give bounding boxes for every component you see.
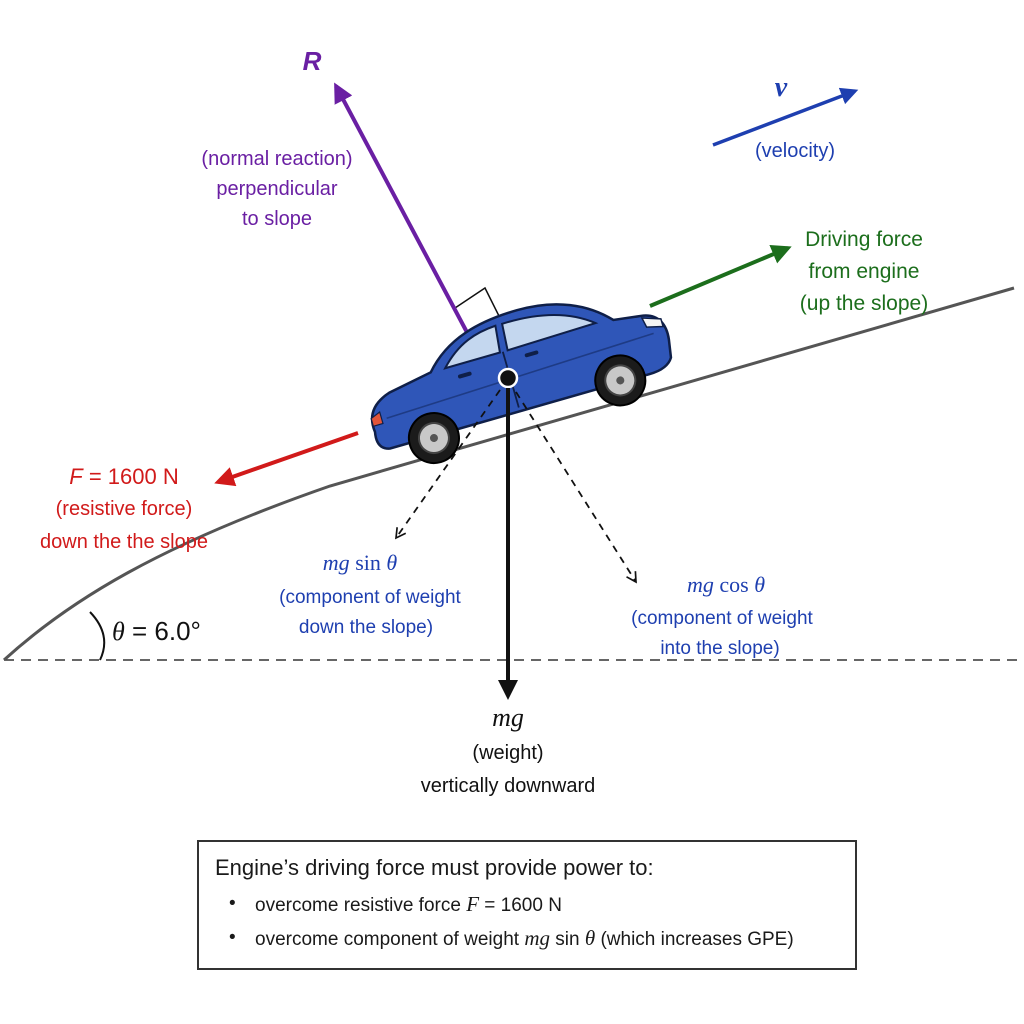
weight-desc-2: vertically downward: [421, 775, 596, 797]
resistive-symbol: F: [69, 464, 84, 489]
driving-force-line-2: from engine: [809, 260, 920, 283]
resistive-desc-1: (resistive force): [56, 498, 193, 520]
car-door-handle-front: [524, 350, 539, 358]
reaction-arrow: [334, 82, 472, 339]
parallel-mg: mg: [323, 550, 350, 575]
perp-desc-2: into the slope): [660, 638, 779, 659]
car-door-handle-rear: [457, 371, 472, 379]
info-box-title: Engine’s driving force must provide powe…: [215, 855, 654, 880]
car-taillight: [370, 410, 384, 428]
item-1-text: overcome resistive force: [255, 895, 467, 916]
reaction-desc-2: perpendicular: [216, 178, 338, 200]
resistive-desc-2: down the the slope: [40, 531, 208, 553]
driving-force-line-1: Driving force: [805, 228, 923, 251]
parallel-component-arrow: [395, 389, 501, 540]
perp-fn: cos: [714, 572, 754, 597]
car-headlight: [640, 317, 665, 328]
info-box-item-2: • overcome component of weight mg sin θ (…: [215, 922, 839, 956]
reaction-desc-1: (normal reaction): [201, 148, 352, 170]
weight-desc-1: (weight): [472, 742, 543, 764]
car-side-crease: [386, 332, 654, 420]
parallel-desc-1: (component of weight: [279, 587, 461, 608]
slope-surface: [2, 286, 1015, 662]
info-box-list: • overcome resistive force F = 1600 N • ov…: [215, 888, 839, 956]
item-2-fn: sin: [549, 929, 585, 950]
parallel-fn: sin: [350, 550, 387, 575]
velocity-arrow: [712, 87, 859, 147]
reaction-symbol: R: [303, 46, 322, 76]
driving-force-arrow: [649, 244, 792, 308]
angle-value: = 6.0°: [125, 616, 201, 646]
parallel-component-label: mg sin θ: [323, 550, 398, 575]
parallel-theta: θ: [386, 550, 397, 575]
resistive-value: = 1600 N: [83, 464, 179, 489]
driving-force-line-3: (up the slope): [800, 292, 928, 315]
car-window-front: [500, 313, 599, 352]
perp-desc-1: (component of weight: [631, 608, 813, 629]
bullet-icon: •: [229, 893, 236, 914]
item-2-symbol: mg: [524, 926, 550, 950]
centre-of-mass-dot: [497, 367, 519, 389]
bullet-icon: •: [229, 927, 236, 948]
item-2-text: overcome component of weight: [255, 929, 525, 950]
car-wheel-rear: [407, 412, 460, 465]
parallel-desc-2: down the slope): [299, 617, 433, 638]
item-1-value: = 1600 N: [479, 895, 562, 916]
item-1-symbol: F: [466, 892, 480, 916]
perpendicular-component-arrow: [515, 391, 637, 584]
angle-symbol: θ: [112, 617, 125, 646]
car-window-rear: [443, 324, 502, 370]
item-2-theta: θ: [584, 926, 596, 950]
item-2-tail: (which increases GPE): [595, 929, 794, 950]
angle-label: θ = 6.0°: [112, 616, 201, 646]
velocity-desc: (velocity): [755, 140, 835, 162]
info-box-item-1: • overcome resistive force F = 1600 N: [215, 888, 839, 922]
car: [370, 303, 673, 465]
perp-mg: mg: [687, 572, 714, 597]
weight-symbol: mg: [492, 703, 524, 732]
resistive-force-label: F = 1600 N: [69, 464, 178, 489]
perp-theta: θ: [754, 572, 765, 597]
perpendicular-component-label: mg cos θ: [687, 572, 765, 597]
reaction-desc-3: to slope: [242, 208, 312, 230]
resistive-force-arrow: [214, 431, 359, 487]
car-body: [370, 303, 673, 450]
angle-arc: [89, 611, 106, 661]
info-box: Engine’s driving force must provide powe…: [197, 840, 857, 970]
car-wheel-front: [594, 354, 647, 407]
velocity-symbol: v: [775, 72, 788, 103]
